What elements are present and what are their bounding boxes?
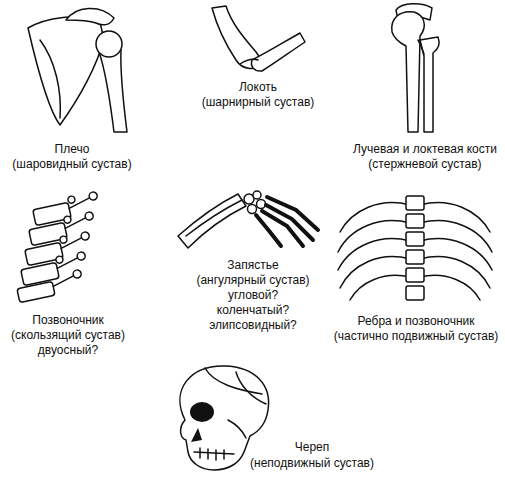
skull-drawing	[180, 366, 269, 470]
joint-caption: Лучевая и локтевая кости	[353, 142, 497, 156]
joint-caption: (скользящий сустав)	[11, 328, 125, 342]
joint-caption: (ангулярный сустав)	[196, 273, 309, 287]
wrist-drawing	[178, 191, 318, 248]
elbow-drawing	[212, 6, 305, 71]
spine-drawing	[16, 191, 101, 303]
joint-caption: угловой?	[228, 288, 278, 302]
forearm-drawing	[392, 4, 439, 132]
joint-caption: (шаровидный сустав)	[12, 157, 131, 171]
joint-caption: двуосный?	[38, 343, 98, 357]
joint-caption: (неподвижный сустав)	[250, 456, 374, 470]
joint-caption: коленчатый?	[217, 303, 289, 317]
joint-caption: Запястье	[227, 258, 278, 272]
joint-caption: Череп	[295, 440, 330, 454]
joint-caption: Ребра и позвоночник	[358, 314, 475, 328]
ribs-drawing	[338, 196, 492, 300]
joint-caption: (стержневой сустав)	[368, 157, 481, 171]
joint-caption: Плечо	[55, 142, 90, 156]
joint-caption: Локоть	[239, 80, 277, 94]
joint-caption: элипсовидный?	[209, 318, 297, 332]
joint-caption: Позвоночник	[32, 313, 103, 327]
shoulder-drawing	[28, 8, 127, 132]
joint-caption: (шарнирный сустав)	[202, 95, 315, 109]
joint-caption: (частично подвижный сустав)	[334, 329, 499, 343]
